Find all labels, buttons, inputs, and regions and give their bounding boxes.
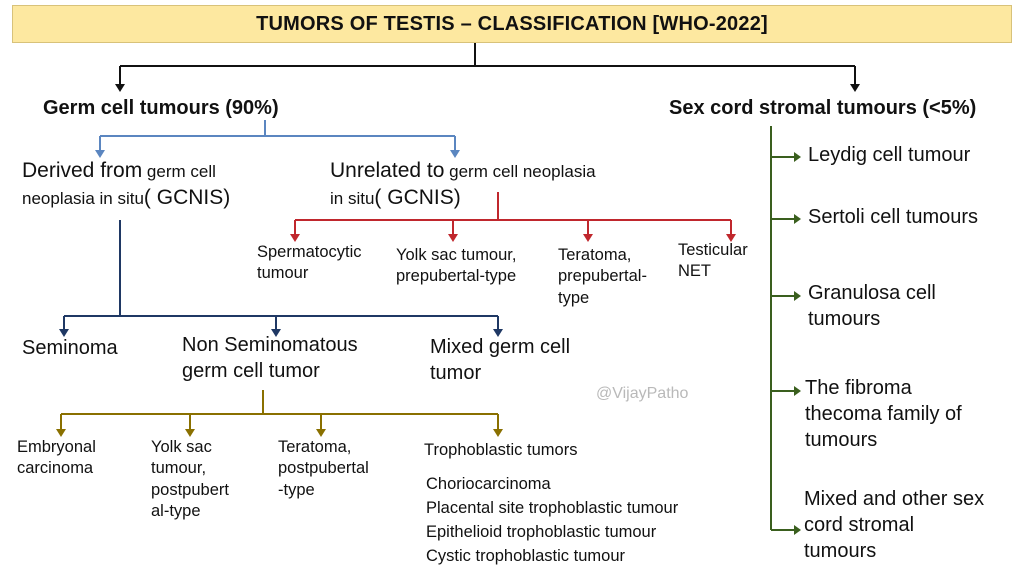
derived-big: Derived from <box>22 159 143 182</box>
derived-connector <box>59 220 503 337</box>
sexcord-item-granulosa: Granulosa cell tumours <box>808 282 936 330</box>
germ-cell-connector <box>95 120 460 158</box>
germ-cell-heading: Germ cell tumours (90%) <box>43 97 279 119</box>
root-connector <box>115 43 860 92</box>
subtype-placental-site: Placental site trophoblastic tumour <box>426 498 679 517</box>
nsgct-item-trophoblastic: Trophoblastic tumors <box>424 441 578 459</box>
subtype-epithelioid: Epithelioid trophoblastic tumour <box>426 522 657 541</box>
sexcord-heading: Sex cord stromal tumours (<5%) <box>669 97 977 119</box>
nsgct-connector <box>56 390 503 437</box>
nsgct-item-embryonal: Embryonal carcinoma <box>17 438 96 478</box>
unrelated-item-spermatocytic: Spermatocytic tumour <box>257 243 362 283</box>
trophoblastic-subtypes: Choriocarcinoma Placental site trophobla… <box>426 473 678 569</box>
sexcord-item-leydig: Leydig cell tumour <box>808 144 971 166</box>
unrelated-item-yolk-sac: Yolk sac tumour, prepubertal-type <box>396 246 517 286</box>
derived-item-seminoma: Seminoma <box>22 337 118 359</box>
derived-rest: germ cell <box>142 162 216 181</box>
page-title: TUMORS OF TESTIS – CLASSIFICATION [WHO-2… <box>12 5 1012 43</box>
subtype-choriocarcinoma: Choriocarcinoma <box>426 475 551 493</box>
sexcord-connector <box>770 126 801 535</box>
nsgct-item-yolk-sac: Yolk sac tumour, postpubert al-type <box>151 438 229 521</box>
unrelated-item-teratoma: Teratoma, prepubertal- type <box>558 246 647 307</box>
nsgct-item-teratoma: Teratoma, postpubertal -type <box>278 438 369 499</box>
page-title-text: TUMORS OF TESTIS – CLASSIFICATION [WHO-2… <box>256 12 768 35</box>
derived-line2: neoplasia in situ <box>22 189 144 209</box>
sexcord-item-fibroma-thecoma: The fibroma thecoma family of tumours <box>805 377 962 451</box>
unrelated-connector <box>290 192 736 242</box>
unrelated-big: Unrelated to <box>330 159 445 182</box>
derived-label: Derived from germ cell neoplasia in situ… <box>22 157 230 212</box>
sexcord-item-mixed-other: Mixed and other sex cord stromal tumours <box>804 488 985 562</box>
watermark: @VijayPatho <box>596 385 689 402</box>
unrelated-rest: germ cell neoplasia <box>444 162 596 181</box>
derived-gcnis: ( GCNIS) <box>143 186 231 210</box>
unrelated-label: Unrelated to germ cell neoplasia in situ… <box>330 157 596 212</box>
subtype-cystic: Cystic trophoblastic tumour <box>426 546 625 565</box>
unrelated-gcnis: ( GCNIS) <box>374 186 461 210</box>
derived-item-mixed: Mixed germ cell tumor <box>430 336 571 384</box>
sexcord-item-sertoli: Sertoli cell tumours <box>808 206 979 228</box>
unrelated-item-testicular-net: Testicular NET <box>678 241 748 281</box>
derived-item-nsgct: Non Seminomatous germ cell tumor <box>182 334 358 382</box>
unrelated-line2: in situ <box>330 189 375 209</box>
